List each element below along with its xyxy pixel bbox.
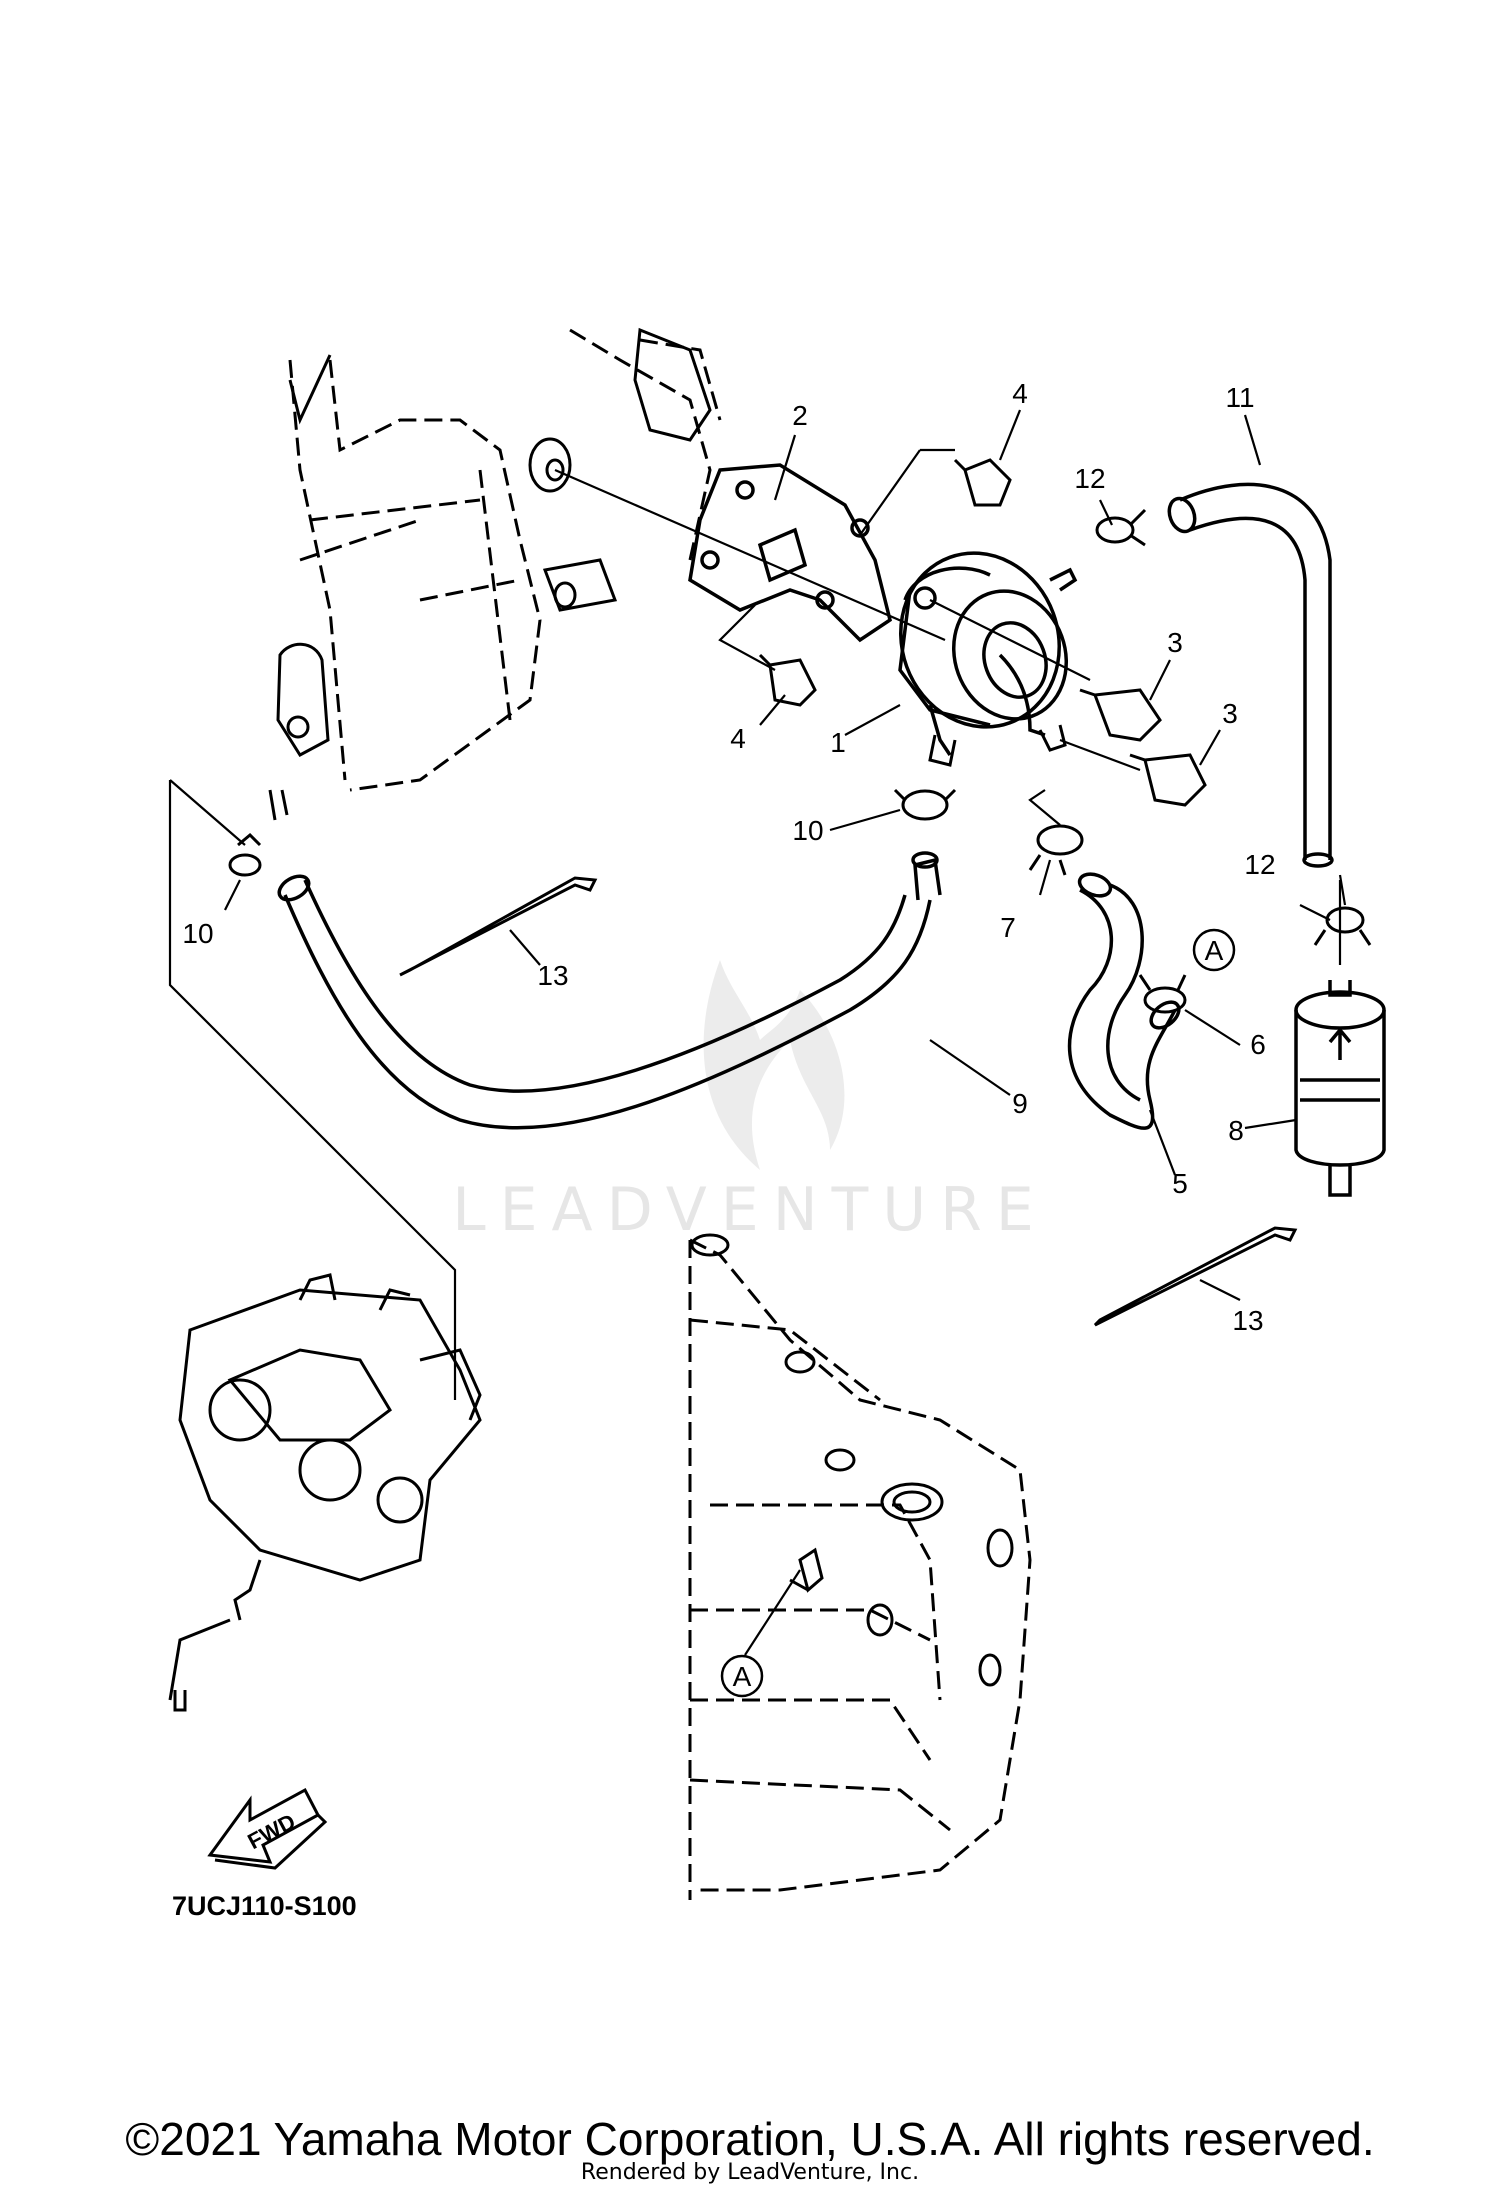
reference-mark-a-lower: A xyxy=(720,1654,764,1698)
copyright-notice: ©2021 Yamaha Motor Corporation, U.S.A. A… xyxy=(125,2113,1375,2165)
engine-block-upper-solid xyxy=(268,327,712,821)
callout-13a: 13 xyxy=(537,960,568,991)
cable-ties xyxy=(399,876,1298,1327)
watermark-logo-icon xyxy=(703,960,845,1170)
fuel-hose-11 xyxy=(1167,482,1334,868)
callout-9: 9 xyxy=(1012,1088,1028,1119)
bolts xyxy=(758,458,1207,807)
rendered-by-notice: Rendered by LeadVenture, Inc. xyxy=(580,2160,920,2185)
forward-direction-indicator: FWD xyxy=(207,1787,328,1870)
reference-mark-label: A xyxy=(1205,935,1224,966)
reference-mark-a-upper: A xyxy=(1192,928,1236,972)
engine-block-lower-solid xyxy=(690,1233,1014,1687)
callout-10b: 10 xyxy=(182,918,213,949)
pump-fittings xyxy=(928,724,1067,767)
carburetor-assembly xyxy=(168,1273,482,1712)
callout-6: 6 xyxy=(1250,1029,1266,1060)
callout-8: 8 xyxy=(1228,1115,1244,1146)
callout-5: 5 xyxy=(1172,1168,1188,1199)
watermark-text: LEADVENTURE xyxy=(452,1175,1048,1245)
bracket-lines xyxy=(168,448,1061,1400)
callout-4a: 4 xyxy=(1012,378,1028,409)
pump-bracket xyxy=(688,463,892,643)
leader-lines xyxy=(224,409,1331,1656)
reference-mark-label: A xyxy=(733,1661,752,1692)
callout-13b: 13 xyxy=(1232,1305,1263,1336)
callout-12b: 12 xyxy=(1244,849,1275,880)
callout-3a: 3 xyxy=(1167,627,1183,658)
callout-3b: 3 xyxy=(1222,698,1238,729)
fuel-pump xyxy=(898,551,1078,756)
watermark: LEADVENTURE xyxy=(452,960,1048,1245)
callout-labels: 1 2 3 3 4 4 5 6 7 8 9 10 10 11 12 12 13 … xyxy=(182,378,1275,1336)
diagram-code: 7UCJ110-S100 xyxy=(172,1891,357,1921)
reference-circle-icon xyxy=(720,1654,764,1698)
fwd-arrow-icon xyxy=(207,1787,321,1864)
engine-block-upper xyxy=(288,328,722,792)
callout-2: 2 xyxy=(792,400,808,431)
fuel-hose-9 xyxy=(277,851,942,1130)
fuel-filter xyxy=(1294,980,1386,1197)
callout-4b: 4 xyxy=(730,723,746,754)
engine-block-lower xyxy=(688,1238,1032,1900)
guide-lines xyxy=(554,468,1347,965)
callout-7: 7 xyxy=(1000,912,1016,943)
callout-11: 11 xyxy=(1225,382,1254,413)
callout-12a: 12 xyxy=(1074,463,1105,494)
callout-10a: 10 xyxy=(792,815,823,846)
reference-circle-icon xyxy=(1192,928,1236,972)
hose-clamps xyxy=(228,508,1372,1014)
fuel-hose-5 xyxy=(1067,872,1181,1130)
callout-1: 1 xyxy=(830,727,846,758)
